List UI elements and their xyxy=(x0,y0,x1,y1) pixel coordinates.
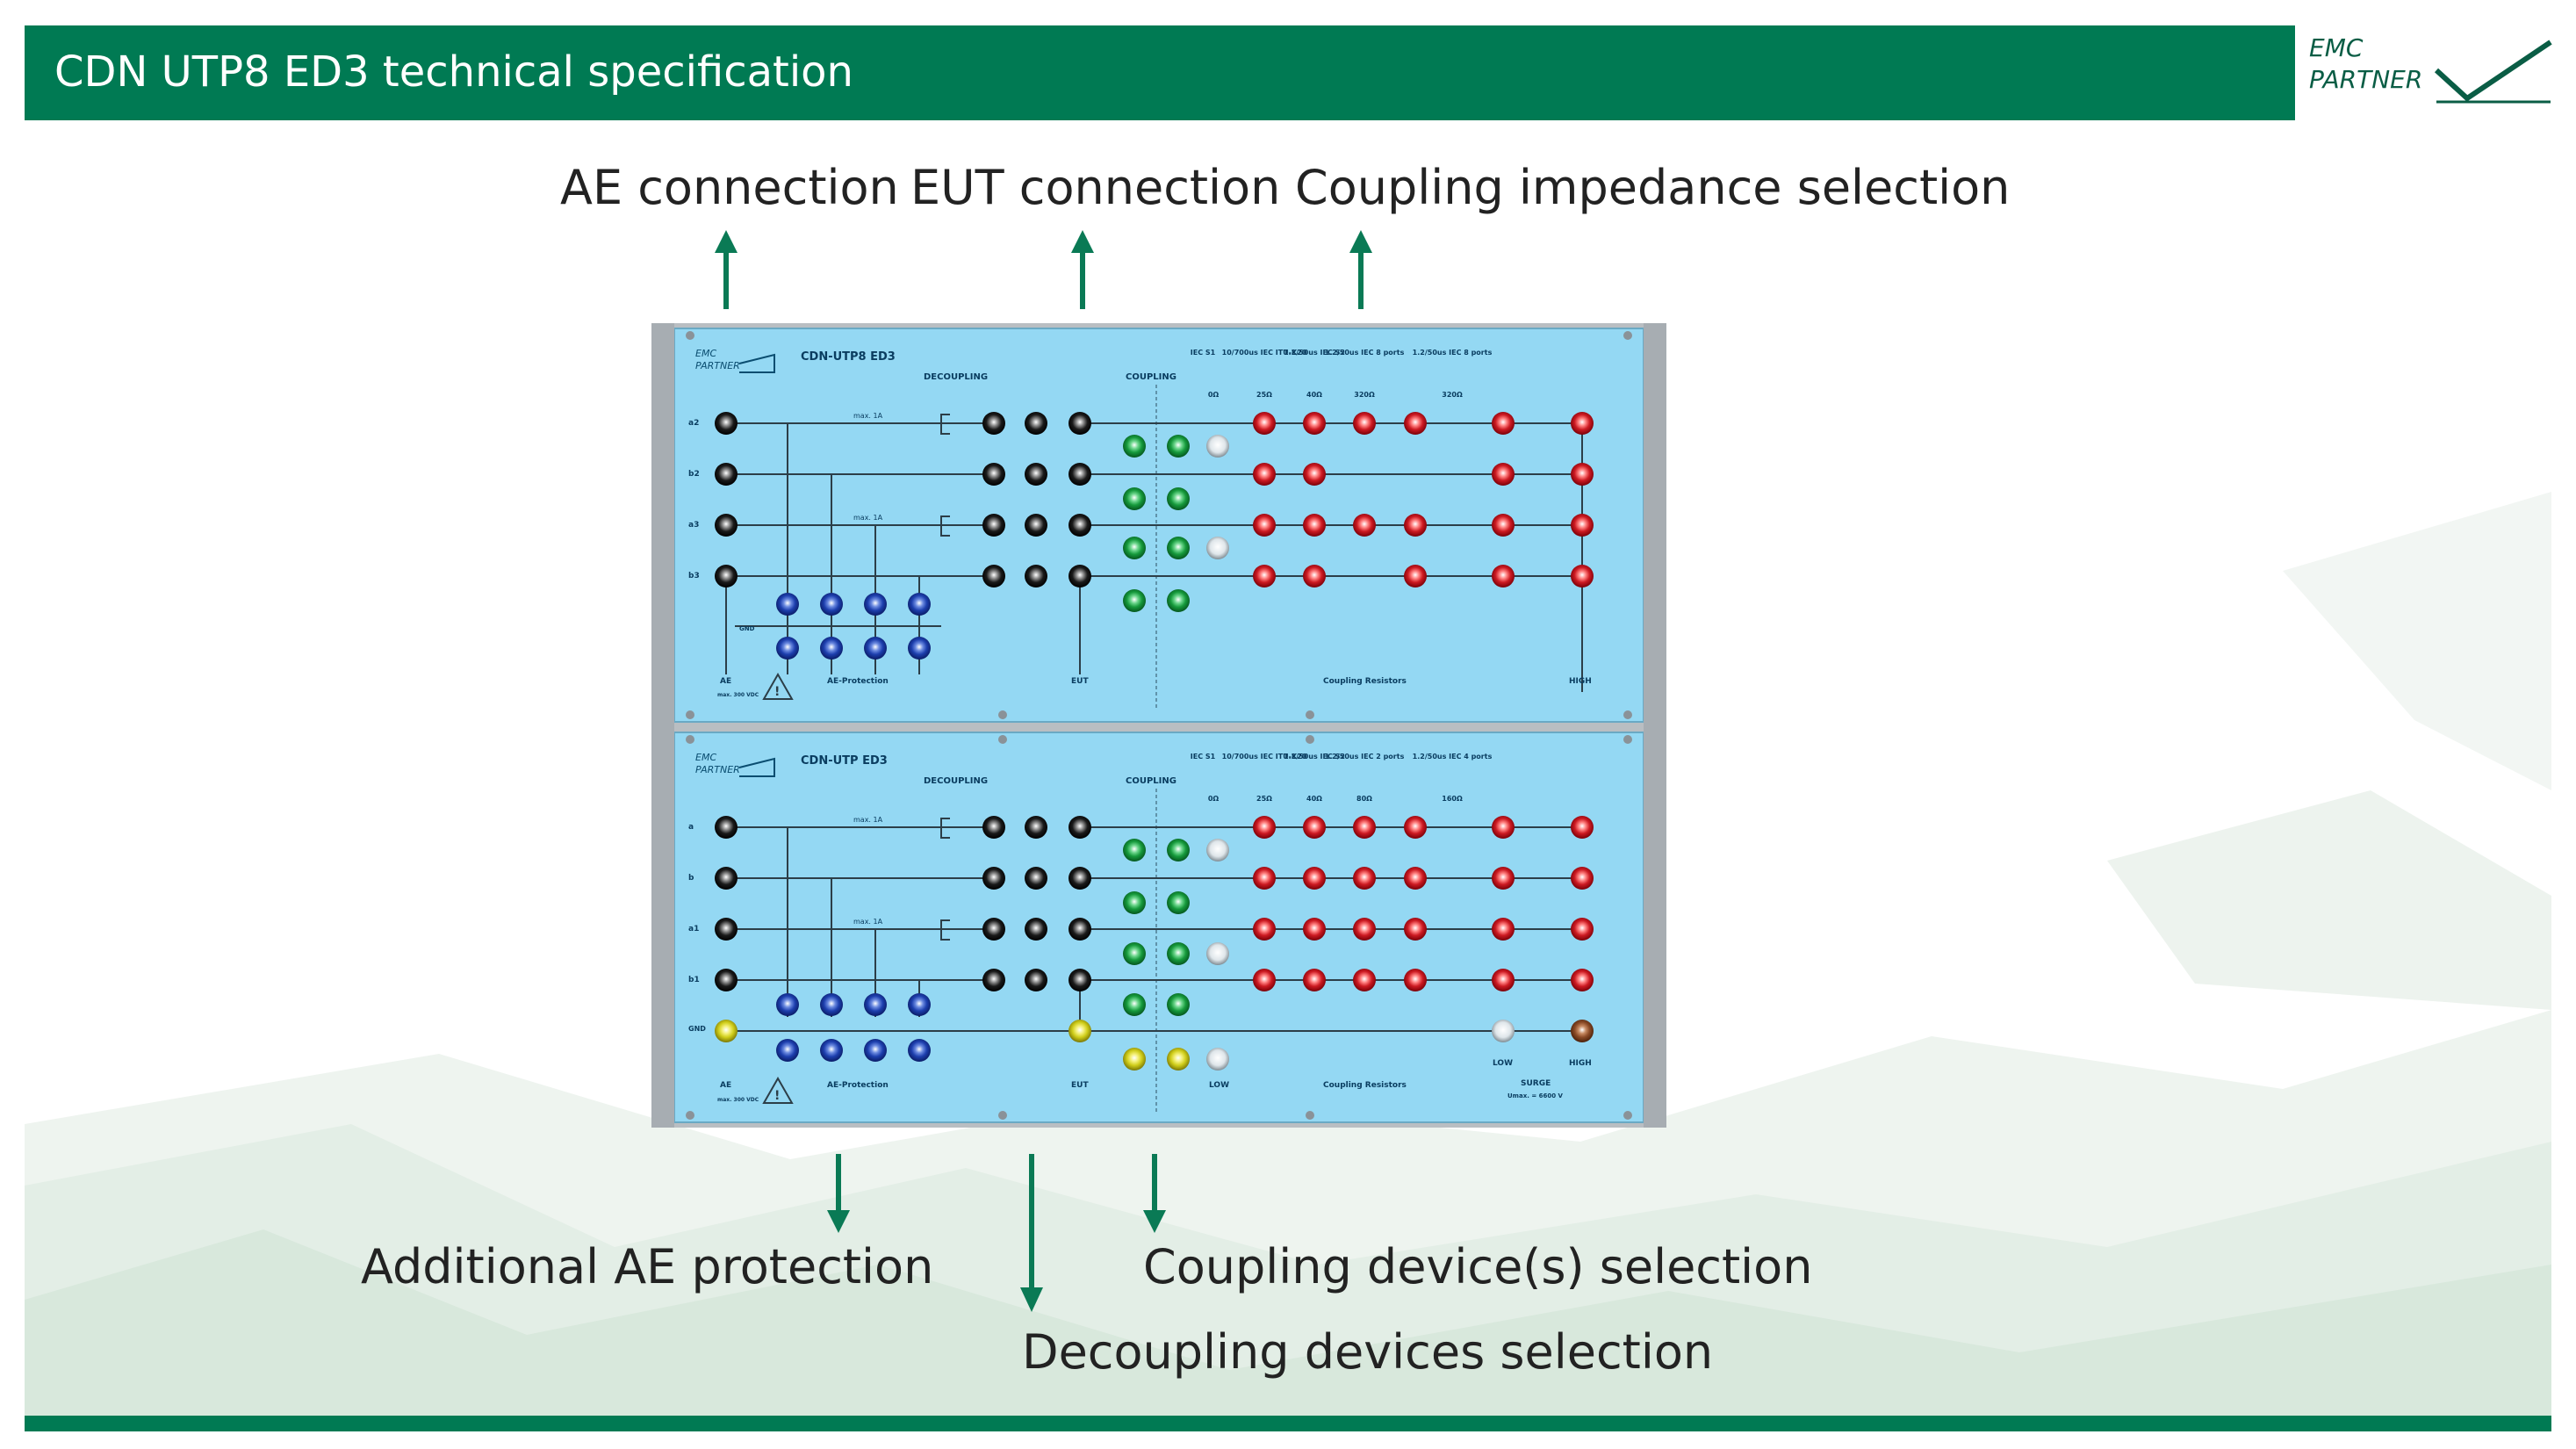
top-row-1: b2 xyxy=(688,470,700,479)
bottom-brand2: PARTNER xyxy=(695,764,740,775)
bottom-low: LOW xyxy=(1209,1081,1229,1090)
bottom-model: CDN-UTP ED3 xyxy=(801,754,888,768)
arrow-down-ae-protection-icon xyxy=(827,1154,850,1233)
top-coupling-resistors: Coupling Resistors xyxy=(1323,677,1407,686)
top-max-current-2: max. 1A xyxy=(853,514,883,522)
bottom-umax: Umax. = 6600 V xyxy=(1507,1092,1564,1099)
bottom-high: HIGH xyxy=(1569,1059,1592,1068)
top-res-val-2: 40Ω xyxy=(1306,391,1322,399)
top-max-ae: max. 300 VDC xyxy=(717,692,759,698)
top-row-0: a2 xyxy=(688,419,699,428)
bottom-max-current-1: max. 1A xyxy=(853,816,883,824)
top-res-val-4: 320Ω xyxy=(1442,391,1463,399)
top-res-header-3: 1.2/50us IEC 8 ports xyxy=(1325,349,1405,357)
bottom-panel: EMC PARTNER CDN-UTP ED3 DECOUPLING COUPL… xyxy=(688,752,1594,1114)
arrow-down-decoupling-icon xyxy=(1020,1154,1043,1312)
top-gnd: GND xyxy=(739,625,755,632)
top-res-val-1: 25Ω xyxy=(1256,391,1272,399)
bottom-ae-protection: AE-Protection xyxy=(827,1081,889,1090)
bottom-gnd: GND xyxy=(688,1025,706,1033)
bottom-res-header-2: 1.2/50us IEC S2 xyxy=(1284,753,1345,761)
bottom-eut: EUT xyxy=(1071,1081,1089,1090)
bottom-ae-label: AE xyxy=(720,1081,731,1090)
bottom-res-header-4: 1.2/50us IEC 4 ports xyxy=(1413,753,1493,761)
top-row-3: b3 xyxy=(688,572,700,580)
arrow-down-coupling-icon xyxy=(1143,1154,1166,1233)
eut-connection-label: EUT connection xyxy=(910,160,1281,215)
additional-ae-protection-label: Additional AE protection xyxy=(361,1239,934,1294)
bottom-row-3: b1 xyxy=(688,976,700,984)
arrow-up-ae-icon xyxy=(715,230,738,309)
bottom-max-current-2: max. 1A xyxy=(853,918,883,926)
bottom-brand1: EMC xyxy=(695,752,716,763)
bottom-res-val-4: 160Ω xyxy=(1442,795,1463,803)
top-brand2: PARTNER xyxy=(695,360,740,371)
bottom-res-val-3: 80Ω xyxy=(1356,795,1372,803)
bottom-surge: SURGE xyxy=(1521,1079,1551,1088)
top-res-val-3: 320Ω xyxy=(1354,391,1375,399)
bottom-row-2: a1 xyxy=(688,925,699,934)
bottom-res-val-1: 25Ω xyxy=(1256,795,1272,803)
logo-check-icon xyxy=(2434,40,2552,104)
bottom-coupling: COUPLING xyxy=(1126,776,1176,786)
bottom-row-1: b xyxy=(688,874,694,883)
top-panel: EMC PARTNER CDN-UTP8 ED3 DECOUPLING COUP… xyxy=(688,348,1594,710)
header-bar: CDN UTP8 ED3 technical specification xyxy=(25,25,2295,120)
coupling-impedance-label: Coupling impedance selection xyxy=(1295,160,2011,215)
bottom-res-val-0: 0Ω xyxy=(1208,795,1220,803)
top-res-val-0: 0Ω xyxy=(1208,391,1220,399)
bottom-decoupling: DECOUPLING xyxy=(924,776,988,786)
logo-line1: EMC xyxy=(2309,33,2364,62)
top-brand1: EMC xyxy=(695,348,716,359)
ae-connection-label: AE connection xyxy=(560,160,899,215)
bottom-max-ae: max. 300 VDC xyxy=(717,1097,759,1103)
bottom-coupling-resistors: Coupling Resistors xyxy=(1323,1081,1407,1090)
top-res-header-1: 10/700us IEC ITU-K20 xyxy=(1222,349,1307,357)
decoupling-devices-label: Decoupling devices selection xyxy=(1022,1324,1714,1380)
logo-line2: PARTNER xyxy=(2309,65,2423,94)
top-max-current-1: max. 1A xyxy=(853,412,883,420)
top-res-header-2: 1.2/50us IEC S2 xyxy=(1284,349,1345,357)
page-title: CDN UTP8 ED3 technical specification xyxy=(54,47,853,97)
top-res-header-0: IEC S1 xyxy=(1191,349,1216,357)
arrow-up-eut-icon xyxy=(1071,230,1094,309)
top-ae-protection: AE-Protection xyxy=(827,677,889,686)
arrow-up-impedance-icon xyxy=(1349,230,1372,309)
top-high: HIGH xyxy=(1569,677,1592,686)
top-coupling: COUPLING xyxy=(1126,372,1176,382)
top-res-header-4: 1.2/50us IEC 8 ports xyxy=(1413,349,1493,357)
bottom-res-header-3: 1.2/50us IEC 2 ports xyxy=(1325,753,1405,761)
top-decoupling: DECOUPLING xyxy=(924,372,988,382)
top-model: CDN-UTP8 ED3 xyxy=(801,350,896,364)
top-ae-label: AE xyxy=(720,677,731,686)
top-eut: EUT xyxy=(1071,677,1089,686)
cdn-device-illustration: EMC PARTNER CDN-UTP8 ED3 DECOUPLING COUP… xyxy=(651,323,1666,1128)
bottom-res-header-0: IEC S1 xyxy=(1191,753,1216,761)
emc-partner-logo: EMC PARTNER xyxy=(2309,26,2555,105)
coupling-devices-label: Coupling device(s) selection xyxy=(1143,1239,1813,1294)
svg-text:!: ! xyxy=(774,1089,780,1103)
bottom-res-val-2: 40Ω xyxy=(1306,795,1322,803)
bottom-row-0: a xyxy=(688,823,694,832)
top-row-2: a3 xyxy=(688,521,699,530)
footer-bar xyxy=(25,1416,2551,1431)
svg-text:!: ! xyxy=(774,685,780,699)
bottom-low2: LOW xyxy=(1493,1059,1513,1068)
bottom-res-header-1: 10/700us IEC ITU-K20 xyxy=(1222,753,1307,761)
